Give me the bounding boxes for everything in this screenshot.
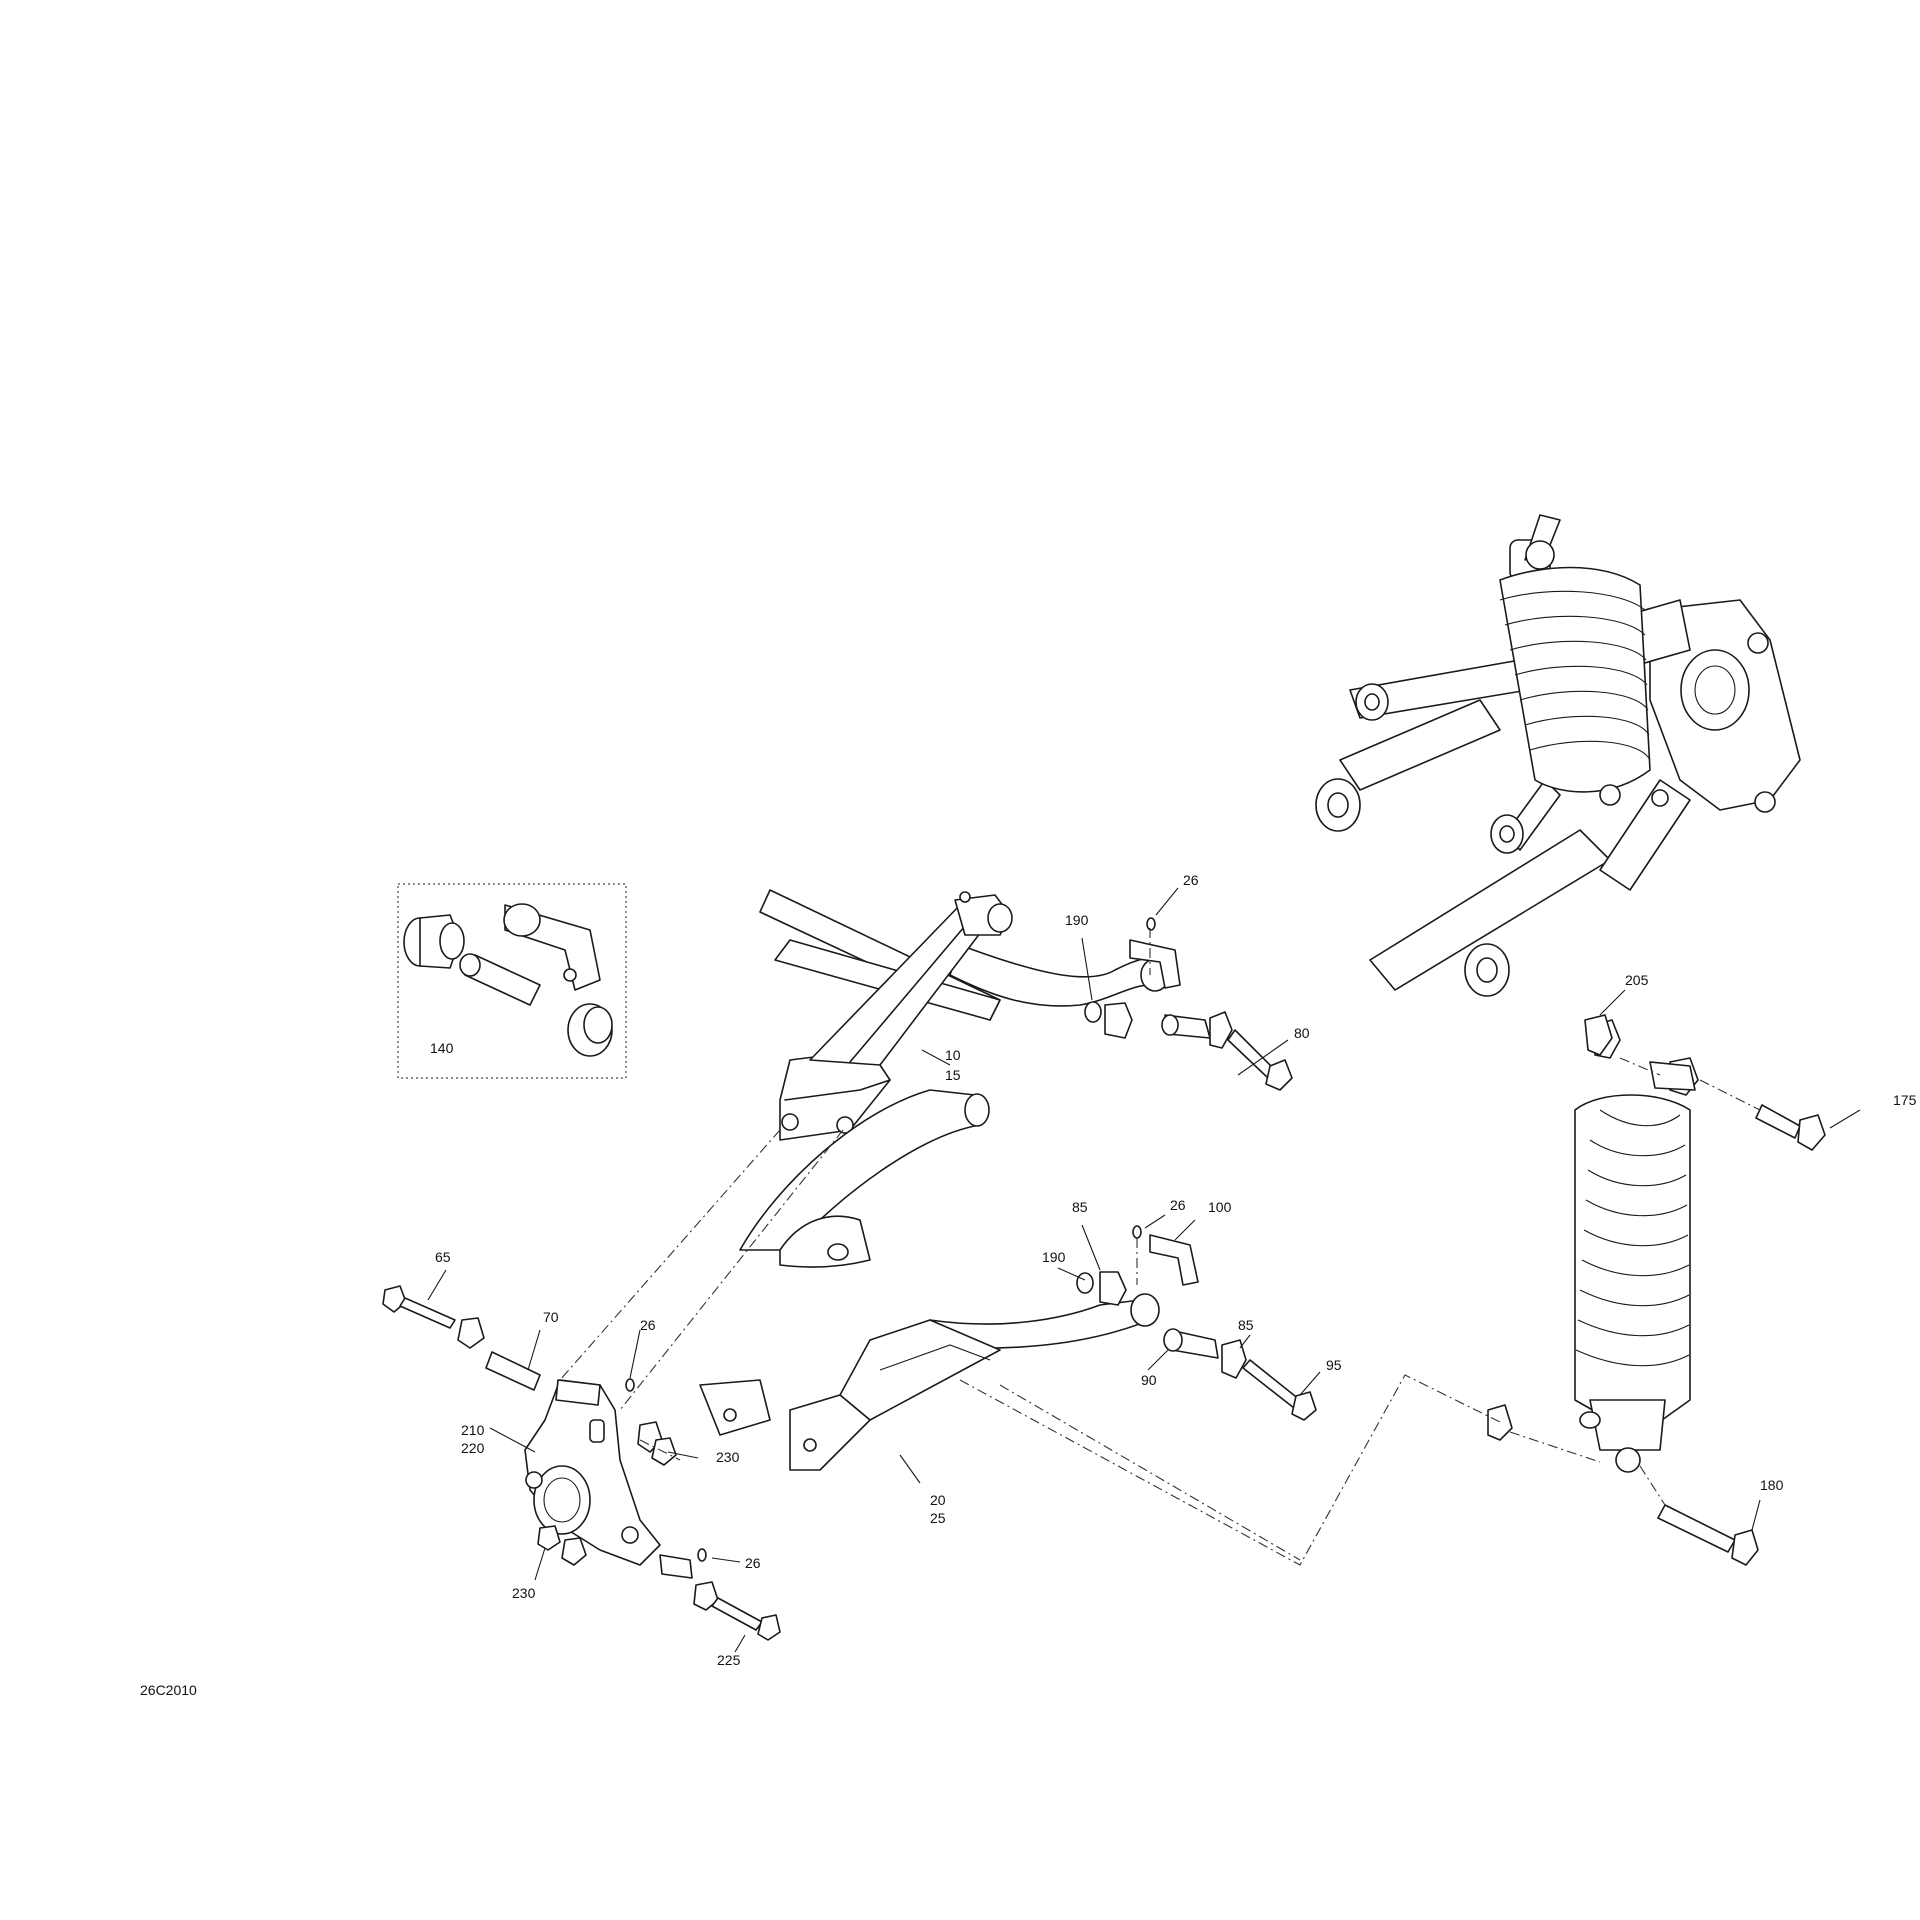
upper-a-arm	[759, 889, 1170, 1141]
callout-190-lower: 190	[1042, 1249, 1066, 1265]
callout-230-lower: 230	[512, 1585, 536, 1601]
knuckle-hardware	[382, 1285, 781, 1641]
callout-205: 205	[1625, 972, 1649, 988]
callout-100: 100	[1208, 1199, 1232, 1215]
callout-225: 225	[717, 1652, 741, 1668]
bushing-kit-group	[397, 883, 627, 1079]
assembly-lines	[559, 928, 1761, 1566]
callout-10: 10	[945, 1047, 961, 1063]
callout-26-lower-arm: 26	[1170, 1197, 1186, 1213]
callout-26-knuckle: 26	[640, 1317, 656, 1333]
callout-175: 175	[1893, 1092, 1917, 1108]
diagram-code: 26C2010	[140, 1682, 197, 1698]
callout-140: 140	[430, 1040, 454, 1056]
callout-70: 70	[543, 1309, 559, 1325]
callout-25: 25	[930, 1510, 946, 1526]
callout-180: 180	[1760, 1477, 1784, 1493]
callout-26-upper: 26	[1183, 872, 1199, 888]
leader-lines	[427, 887, 1861, 1653]
assembled-suspension-view	[1315, 514, 1801, 997]
callout-220: 220	[461, 1440, 485, 1456]
lower-arm-hardware	[1076, 1225, 1317, 1421]
callout-labels: 26 190 80 10 15 140 205 175 26 100 85 19…	[140, 872, 1917, 1698]
callout-85-upper: 85	[1072, 1199, 1088, 1215]
callout-85-lower: 85	[1238, 1317, 1254, 1333]
callout-26-bottom: 26	[745, 1555, 761, 1571]
knuckle	[524, 1379, 661, 1566]
callout-190-upper: 190	[1065, 912, 1089, 928]
callout-20: 20	[930, 1492, 946, 1508]
lower-a-arm	[699, 1089, 1160, 1471]
callout-95: 95	[1326, 1357, 1342, 1373]
callout-210: 210	[461, 1422, 485, 1438]
callout-65: 65	[435, 1249, 451, 1265]
callout-90: 90	[1141, 1372, 1157, 1388]
upper-arm-hardware	[1084, 917, 1293, 1091]
callout-80: 80	[1294, 1025, 1310, 1041]
callout-15: 15	[945, 1067, 961, 1083]
callout-230-upper: 230	[716, 1449, 740, 1465]
shock-absorber	[1487, 1014, 1826, 1566]
